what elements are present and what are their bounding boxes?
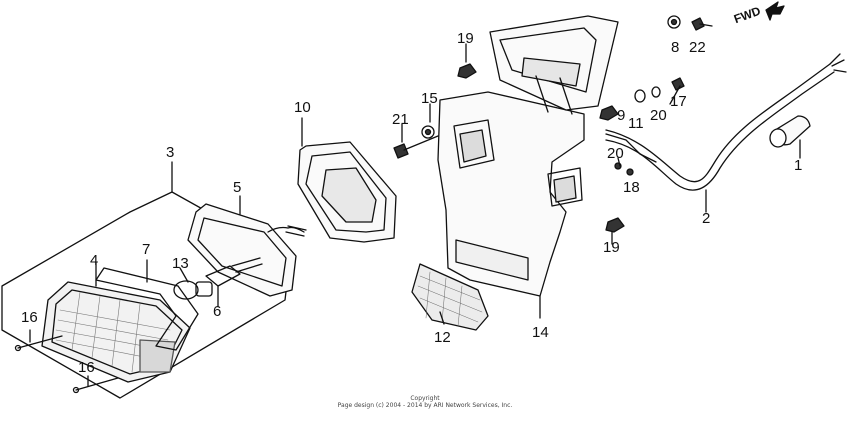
part-12-reflector — [411, 263, 489, 331]
callout-19-upper: 19 — [457, 30, 474, 47]
callout-16-upper: 16 — [21, 309, 38, 326]
fwd-arrow — [765, 1, 785, 21]
part-1-socket — [769, 115, 811, 159]
copyright-notice: Copyright Page design (c) 2004 - 2014 by… — [0, 395, 850, 410]
fender-top — [489, 15, 619, 115]
hardware — [393, 15, 713, 245]
callout-4: 4 — [90, 252, 99, 269]
callout-15: 15 — [421, 90, 438, 107]
callout-17: 17 — [670, 93, 687, 110]
callout-2: 2 — [702, 210, 711, 227]
callout-7: 7 — [142, 241, 151, 258]
callout-11: 11 — [628, 115, 644, 132]
part-4-lens — [41, 261, 191, 383]
part-10-frame — [297, 117, 397, 243]
callout-18: 18 — [623, 179, 640, 196]
copyright-line-1: Copyright — [410, 395, 440, 402]
callout-9: 9 — [617, 107, 626, 124]
part-2-harness — [605, 53, 847, 213]
callout-6: 6 — [213, 303, 222, 320]
part-6-socket — [205, 257, 263, 307]
callout-8: 8 — [671, 39, 680, 56]
part-14-bracket — [437, 91, 585, 319]
callout-19-lower: 19 — [603, 239, 620, 256]
callout-16-lower: 16 — [78, 359, 95, 376]
part-5-housing — [187, 195, 307, 297]
callout-21: 21 — [392, 111, 409, 128]
callout-12: 12 — [434, 329, 451, 346]
part-16-screws — [14, 329, 119, 394]
callout-13: 13 — [172, 255, 189, 272]
part-13-bulb — [173, 267, 213, 300]
callout-5: 5 — [233, 179, 242, 196]
callout-22: 22 — [689, 39, 706, 56]
callout-20-upper: 20 — [650, 107, 667, 124]
copyright-line-2: Page design (c) 2004 - 2014 by ARI Netwo… — [337, 401, 513, 409]
callout-10: 10 — [294, 99, 311, 116]
callout-3: 3 — [166, 144, 175, 161]
callout-14: 14 — [532, 324, 549, 341]
part-7-gasket — [95, 259, 199, 351]
callout-20-lower: 20 — [607, 145, 624, 162]
callout-1: 1 — [794, 157, 803, 174]
